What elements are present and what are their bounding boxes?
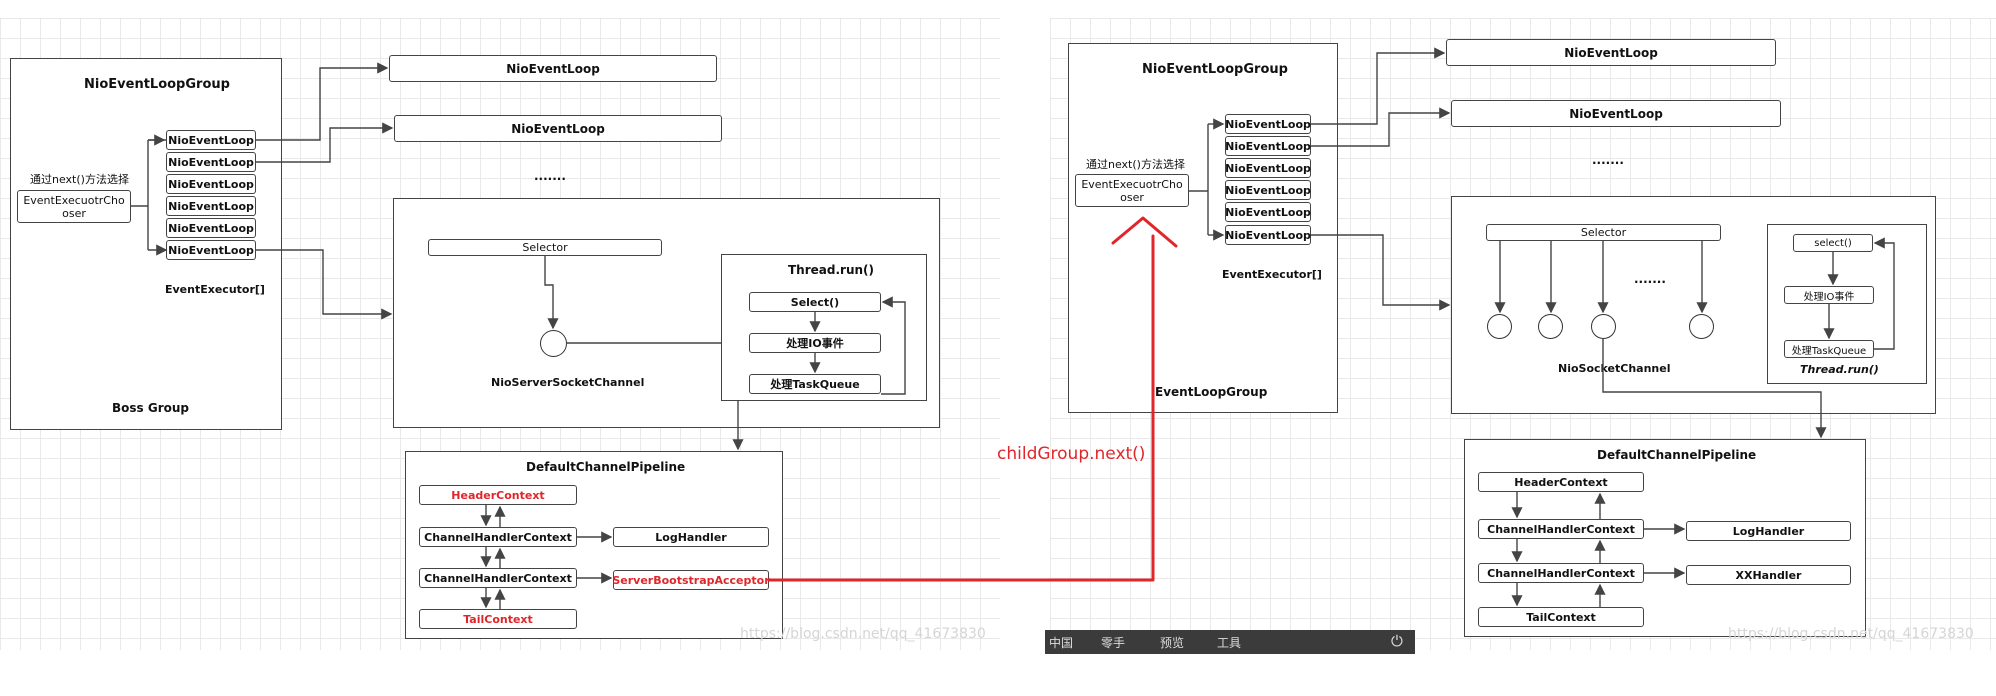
right-channel-label: NioSocketChannel [1558, 362, 1671, 375]
connector-label: childGroup.next() [997, 444, 1146, 464]
left-thread-step-3[interactable]: 处理TaskQueue [749, 374, 881, 394]
right-loop-6[interactable]: NioEventLoop [1225, 225, 1311, 245]
left-pipeline-ctx-2[interactable]: ChannelHandlerContext [419, 568, 577, 588]
right-loop-3[interactable]: NioEventLoop [1225, 158, 1311, 178]
right-loop-2[interactable]: NioEventLoop [1225, 136, 1311, 156]
left-ellipsis: ....... [534, 169, 566, 183]
left-pipeline-ctx-1[interactable]: ChannelHandlerContext [419, 527, 577, 547]
right-pipeline-ctx-1[interactable]: ChannelHandlerContext [1478, 519, 1644, 539]
left-chooser-box[interactable]: EventExecuotrCho oser [17, 190, 131, 223]
taskbar-item-4[interactable]: 工具 [1217, 636, 1242, 650]
right-thread-step-2[interactable]: 处理IO事件 [1784, 286, 1874, 304]
left-selector[interactable]: Selector [428, 239, 662, 256]
left-executor-label: EventExecutor[] [165, 283, 265, 296]
right-thread-step-3[interactable]: 处理TaskQueue [1784, 340, 1874, 358]
right-chooser-box[interactable]: EventExecuotrCho oser [1075, 174, 1189, 207]
right-loop-1[interactable]: NioEventLoop [1225, 114, 1311, 134]
left-log-handler[interactable]: LogHandler [613, 527, 769, 547]
taskbar-item-2[interactable]: 零手 [1101, 636, 1126, 650]
left-channel-circle[interactable] [540, 330, 567, 357]
left-loop-top-2[interactable]: NioEventLoop [394, 115, 722, 142]
right-selector[interactable]: Selector [1486, 224, 1721, 241]
right-pipeline-header[interactable]: HeaderContext [1478, 472, 1644, 492]
left-loop-3[interactable]: NioEventLoop [166, 174, 256, 194]
right-xx-handler[interactable]: XXHandler [1686, 565, 1851, 585]
right-loop-5[interactable]: NioEventLoop [1225, 202, 1311, 222]
taskbar: 中国 零手 预览 工具 ⏻ [1045, 630, 1415, 654]
right-ellipsis: ....... [1592, 153, 1624, 167]
left-thread-step-2[interactable]: 处理IO事件 [749, 333, 881, 353]
left-group-title: NioEventLoopGroup [84, 77, 230, 92]
left-loop-2[interactable]: NioEventLoop [166, 152, 256, 172]
left-chooser-line1: EventExecuotrCho [23, 193, 125, 207]
right-loop-4[interactable]: NioEventLoop [1225, 180, 1311, 200]
right-executor-label: EventExecutor[] [1222, 268, 1322, 281]
right-chooser-line1: EventExecuotrCho [1081, 177, 1183, 191]
right-group-footer: EventLoopGroup [1155, 385, 1268, 399]
left-pipeline-title: DefaultChannelPipeline [526, 460, 686, 474]
right-thread-title: Thread.run() [1800, 363, 1879, 376]
right-loop-top-1[interactable]: NioEventLoop [1446, 39, 1776, 66]
right-channel-circle-2[interactable] [1538, 314, 1563, 339]
right-selector-ellipsis: ....... [1634, 272, 1666, 286]
left-watermark: https://blog.csdn.net/qq_41673830 [740, 626, 986, 642]
right-pipeline-title: DefaultChannelPipeline [1597, 448, 1757, 462]
right-chooser-caption: 通过next()方法选择 [1086, 158, 1185, 171]
right-watermark: https://blog.csdn.net/qq_41673830 [1728, 626, 1974, 642]
left-loop-top-1[interactable]: NioEventLoop [389, 55, 717, 82]
left-chooser-line2: oser [62, 206, 86, 220]
right-log-handler[interactable]: LogHandler [1686, 521, 1851, 541]
left-loop-5[interactable]: NioEventLoop [166, 218, 256, 238]
right-chooser-line2: oser [1120, 190, 1144, 204]
right-channel-circle-1[interactable] [1487, 314, 1512, 339]
right-group-title: NioEventLoopGroup [1142, 62, 1288, 77]
right-pipeline-ctx-2[interactable]: ChannelHandlerContext [1478, 563, 1644, 583]
left-loop-4[interactable]: NioEventLoop [166, 196, 256, 216]
left-pipeline-tail[interactable]: TailContext [419, 609, 577, 629]
right-pipeline-tail[interactable]: TailContext [1478, 607, 1644, 627]
left-thread-title: Thread.run() [788, 263, 875, 277]
left-chooser-caption: 通过next()方法选择 [30, 173, 129, 186]
taskbar-item-1[interactable]: 中国 [1049, 636, 1074, 650]
left-loop-1[interactable]: NioEventLoop [166, 130, 256, 150]
left-group-footer: Boss Group [112, 401, 189, 415]
taskbar-item-3[interactable]: 预览 [1160, 636, 1185, 650]
right-channel-circle-4[interactable] [1689, 314, 1714, 339]
left-loop-6[interactable]: NioEventLoop [166, 240, 256, 260]
right-channel-circle-3[interactable] [1591, 314, 1616, 339]
power-icon[interactable]: ⏻ [1391, 632, 1403, 650]
red-connector [767, 216, 1178, 582]
right-loop-top-2[interactable]: NioEventLoop [1451, 100, 1781, 127]
left-acceptor-handler[interactable]: ServerBootstrapAcceptor [612, 570, 770, 590]
left-channel-label: NioServerSocketChannel [491, 376, 645, 389]
left-chooser-bracket [131, 139, 166, 250]
left-pipeline-header[interactable]: HeaderContext [419, 485, 577, 505]
left-thread-step-1[interactable]: Select() [749, 292, 881, 312]
right-thread-step-1[interactable]: select() [1793, 234, 1873, 252]
